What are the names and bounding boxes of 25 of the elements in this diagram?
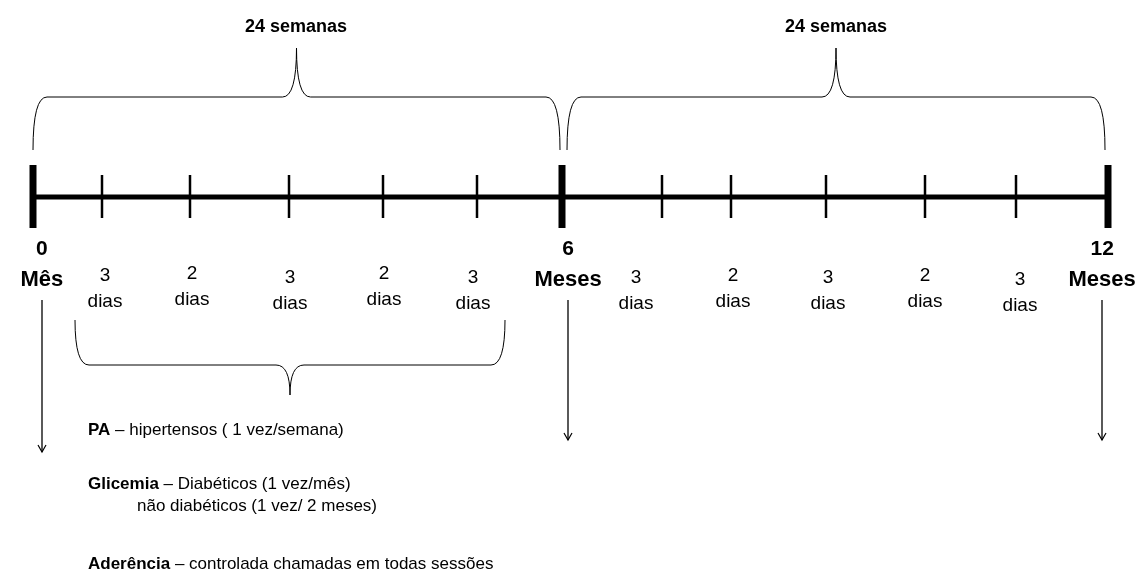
milestone-unit: Mês: [20, 265, 64, 293]
duration-label: 24 semanas: [245, 16, 348, 37]
interval-label: 2 dias: [173, 261, 211, 311]
duration-label: 24 semanas: [785, 16, 888, 37]
milestone-number: 12: [1089, 235, 1115, 261]
note-text: Glicemia – Diabéticos (1 vez/mês): [88, 474, 351, 494]
interval-label: 3 dias: [1001, 267, 1039, 317]
note-text: Aderência – controlada chamadas em todas sessões: [88, 554, 494, 574]
interval-label: 3 dias: [617, 265, 655, 315]
milestone-unit: Meses: [1068, 265, 1136, 293]
arrow: [37, 299, 47, 453]
interval-label: 2 dias: [365, 261, 403, 311]
interval-label: 3 dias: [86, 263, 124, 313]
note-text: PA – hipertensos ( 1 vez/semana): [88, 420, 344, 440]
milestone-number: 6: [561, 235, 575, 261]
note-text: não diabéticos (1 vez/ 2 meses): [137, 496, 377, 516]
interval-label: 2 dias: [906, 263, 944, 313]
arrow: [1097, 299, 1107, 441]
interval-label: 3 dias: [454, 265, 492, 315]
interval-label: 2 dias: [714, 263, 752, 313]
interval-label: 3 dias: [271, 265, 309, 315]
milestone-number: 0: [35, 235, 49, 261]
arrow: [563, 299, 573, 441]
milestone-unit: Meses: [534, 265, 602, 293]
interval-label: 3 dias: [809, 265, 847, 315]
